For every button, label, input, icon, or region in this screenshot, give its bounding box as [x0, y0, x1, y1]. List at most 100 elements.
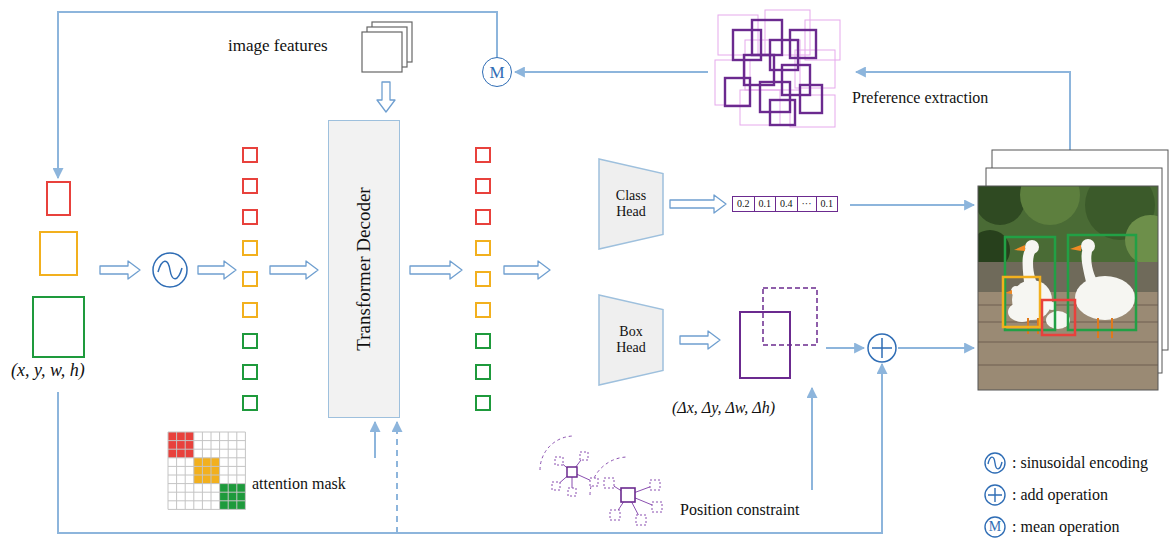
- legend-text: : add operation: [1012, 484, 1108, 506]
- attention-mask-grid: [194, 458, 220, 484]
- preference-box-cluster: [770, 100, 795, 125]
- position-constraint-icon: [621, 488, 635, 502]
- legend-text: : sinusoidal encoding: [1012, 452, 1148, 474]
- detection-image: [1003, 277, 1040, 327]
- preference-box-cluster: [760, 82, 790, 112]
- position-constraint-icon: [609, 483, 657, 520]
- offset-label: (Δx, Δy, Δw, Δh): [672, 398, 775, 418]
- input-box: [33, 297, 84, 357]
- detection-image: [1005, 237, 1055, 330]
- detection-image: [1068, 235, 1136, 330]
- position-constraint-icon: [610, 510, 620, 520]
- flow-line: [811, 388, 813, 490]
- legend-symbol: [985, 453, 1005, 473]
- preference-box-cluster: [800, 85, 822, 113]
- input-label: image features: [228, 36, 328, 56]
- query-square: [476, 303, 490, 317]
- legend-symbol: [985, 485, 1005, 505]
- flow-line: [898, 347, 974, 349]
- position-constraint-icon: [540, 436, 574, 470]
- detection-image: [1020, 186, 1080, 225]
- score-cell: ···: [797, 197, 816, 211]
- hollow-arrow: [198, 261, 236, 279]
- head-label: Class Head: [608, 188, 654, 220]
- symbol-letter: M: [489, 64, 504, 81]
- legend-symbol: [985, 453, 1005, 537]
- legend-symbol-letter: M: [985, 517, 1005, 537]
- detection-image: [1125, 215, 1158, 265]
- flow-line: [515, 71, 708, 73]
- query-square: [243, 241, 257, 255]
- detection-image: [1008, 239, 1135, 329]
- box-offset-icon: [740, 288, 817, 378]
- detection-image: [1014, 294, 1024, 306]
- position-constraint-icon: [650, 480, 660, 490]
- flow-line: [58, 12, 1070, 533]
- detection-image: [1003, 235, 1136, 335]
- score-cell: 0.2: [733, 197, 754, 211]
- add-symbol: [868, 334, 896, 362]
- detection-image: [978, 186, 1158, 390]
- query-square: [476, 210, 490, 224]
- hollow-arrow: [680, 331, 720, 349]
- flow-line: [396, 422, 398, 533]
- preference-box-cluster: [782, 65, 810, 95]
- legend-text: : mean operation: [1012, 516, 1120, 538]
- position-constraint-icon: [556, 456, 594, 492]
- feature-map-icon: [362, 32, 402, 72]
- position-constraint-icon: [555, 457, 563, 465]
- position-constraint-icon: [636, 515, 646, 525]
- attention-mask-grid: [168, 432, 245, 509]
- position-constraint-icon: [580, 452, 588, 460]
- preference-box-cluster: [744, 55, 774, 85]
- query-square: [476, 241, 490, 255]
- add-symbol: [868, 334, 896, 362]
- detection-image: [970, 150, 1174, 390]
- preference-box-cluster: [765, 10, 810, 55]
- position-constraint-icon: [568, 488, 576, 496]
- query-square: [476, 272, 490, 286]
- add-symbol: [872, 338, 892, 358]
- position-constraint-icon: [552, 482, 560, 490]
- query-square: [243, 272, 257, 286]
- hollow-arrow: [504, 261, 550, 279]
- detection-image: [1070, 245, 1081, 251]
- attention-mask-grid: [168, 432, 194, 458]
- constraint-label: Position constraint: [680, 500, 800, 520]
- attention-mask-grid: [168, 432, 245, 509]
- flow-line: [850, 204, 974, 206]
- hollow-arrow: [100, 261, 140, 279]
- decoder-label: Transformer Decoder: [353, 187, 375, 350]
- preference-box-cluster: [790, 95, 835, 127]
- head-shape: [599, 159, 663, 249]
- query-square: [476, 365, 490, 379]
- attention-mask-grid: [220, 484, 246, 510]
- query-square: [243, 179, 257, 193]
- mask-label: attention mask: [252, 474, 346, 494]
- score-cell: 0.4: [775, 197, 797, 211]
- detection-image: [1075, 276, 1135, 320]
- box-head: Box Head: [598, 294, 664, 386]
- coordinate-label: (x, y, w, h): [11, 360, 85, 380]
- flow-line: [374, 422, 376, 458]
- detection-image: [1005, 245, 1081, 294]
- preference-box-cluster: [715, 10, 840, 127]
- query-square: [243, 334, 257, 348]
- hollow-arrow: [377, 82, 395, 112]
- detection-image: [1046, 311, 1070, 329]
- position-constraint-icon: [540, 436, 662, 525]
- query-square: [243, 210, 257, 224]
- position-constraint-icon: [652, 502, 662, 512]
- score-cell: 0.1: [754, 197, 776, 211]
- detection-image: [978, 186, 1158, 390]
- sinusoidal-symbol: [158, 261, 182, 279]
- box-offset-icon: [763, 288, 817, 345]
- flow-line: [856, 72, 1070, 150]
- position-constraint-icon: [604, 478, 614, 488]
- input-box: [47, 182, 70, 215]
- input-box: [33, 182, 84, 357]
- hollow-arrow: [270, 261, 318, 279]
